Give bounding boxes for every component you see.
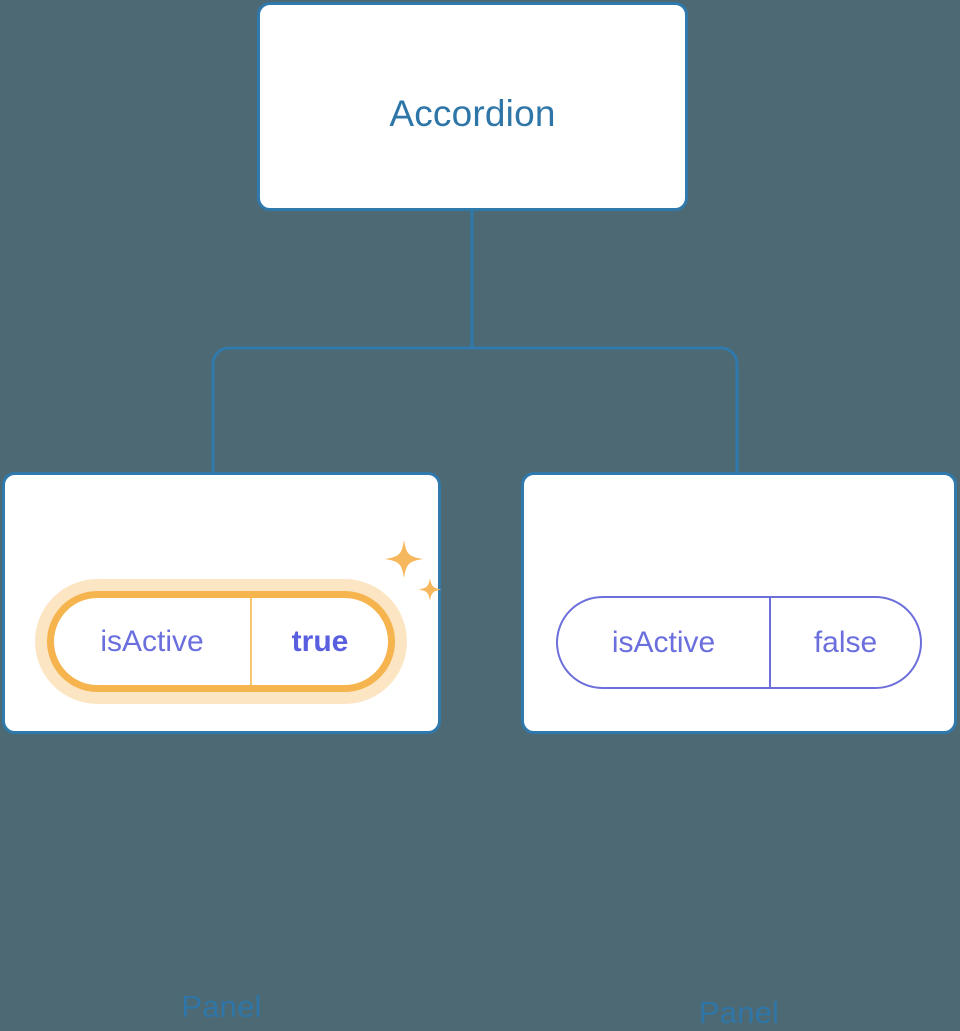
connector-branch-right <box>472 346 739 474</box>
prop-key: isActive <box>54 598 252 685</box>
node-title: Panel <box>698 995 780 1030</box>
node-title: Panel <box>181 989 262 1024</box>
node-accordion[interactable]: Accordion <box>257 2 688 211</box>
prop-pill-isactive-false[interactable]: isActive false <box>556 596 922 689</box>
node-title: Accordion <box>389 93 556 134</box>
connector-branch-left <box>211 346 472 474</box>
prop-value: false <box>813 625 878 659</box>
prop-key: isActive <box>558 598 771 687</box>
prop-pill-isactive-true[interactable]: isActive true <box>47 591 395 692</box>
prop-value: true <box>291 624 349 658</box>
